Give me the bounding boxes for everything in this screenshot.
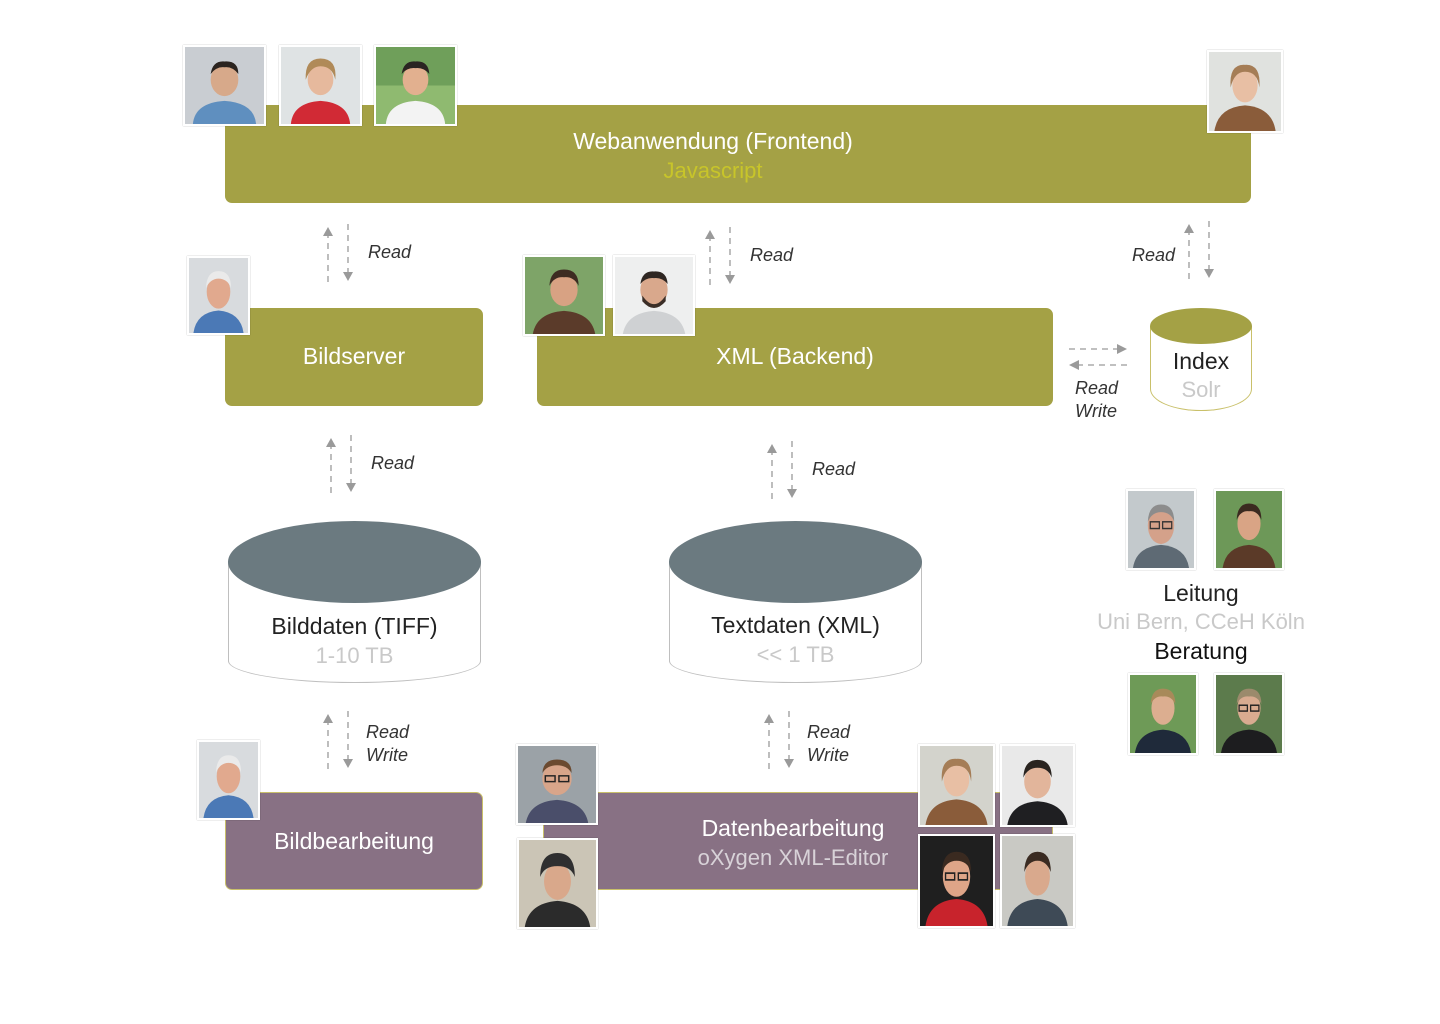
- arrow-bildserver-frontend: [322, 222, 354, 284]
- person-photo: [523, 255, 605, 336]
- bildserver-box[interactable]: Bildserver: [225, 308, 483, 406]
- person-photo: [1214, 673, 1284, 755]
- index-cylinder[interactable]: Index Solr: [1150, 308, 1252, 411]
- bilddaten-title: Bilddaten (TIFF): [271, 613, 438, 639]
- arrow-bildbearbeitung-bilddaten: [322, 709, 354, 771]
- label-write-bildbearbeitung: Write: [366, 745, 408, 765]
- bilddaten-size: 1-10 TB: [315, 643, 394, 668]
- textdaten-size: << 1 TB: [756, 642, 835, 667]
- bildbearbeitung-box[interactable]: Bildbearbeitung: [225, 792, 483, 890]
- label-read-backend-index: Read: [1075, 378, 1119, 398]
- index-title: Index: [1172, 348, 1230, 374]
- arrow-bilddaten-bildserver: [325, 433, 357, 495]
- person-photo: [1000, 744, 1075, 827]
- textdaten-title: Textdaten (XML): [711, 612, 880, 638]
- bildbearbeitung-title: Bildbearbeitung: [274, 828, 434, 854]
- arrow-datenbearbeitung-textdaten: [763, 709, 795, 771]
- person-photo: [517, 838, 598, 929]
- person-photo: [1207, 50, 1283, 133]
- label-read-bildserver-frontend: Read: [368, 242, 412, 262]
- person-photo: [1128, 673, 1198, 755]
- person-photo: [279, 45, 362, 126]
- label-read-datenbearbeitung: Read: [807, 722, 851, 742]
- textdaten-cylinder[interactable]: Textdaten (XML) << 1 TB: [669, 521, 922, 683]
- backend-title: XML (Backend): [716, 343, 874, 369]
- index-subtitle: Solr: [1181, 377, 1221, 402]
- frontend-title: Webanwendung (Frontend): [573, 128, 853, 154]
- arrow-index-frontend: [1183, 219, 1215, 281]
- person-photo: [613, 255, 695, 336]
- arrow-backend-frontend: [704, 225, 736, 287]
- arrow-textdaten-backend: [766, 439, 798, 501]
- textdaten-cylinder-top: [669, 521, 922, 603]
- beratung-label: Beratung: [1154, 638, 1248, 664]
- person-photo: [183, 45, 266, 126]
- person-photo: [918, 744, 995, 827]
- person-photo: [187, 256, 250, 335]
- person-photo: [516, 744, 598, 825]
- arrow-backend-index: [1067, 341, 1131, 371]
- person-photo: [1214, 489, 1284, 570]
- label-read-bilddaten-bildserver: Read: [371, 453, 415, 473]
- person-photo: [197, 740, 260, 820]
- person-photo: [374, 45, 457, 126]
- index-cylinder-top: [1150, 308, 1252, 344]
- leitung-label: Leitung: [1163, 580, 1239, 606]
- label-read-bildbearbeitung: Read: [366, 722, 410, 742]
- person-photo: [1000, 834, 1075, 928]
- label-read-index-frontend: Read: [1132, 245, 1176, 265]
- person-photo: [1126, 489, 1196, 570]
- institutions-label: Uni Bern, CCeH Köln: [1097, 609, 1305, 634]
- label-read-backend-frontend: Read: [750, 245, 794, 265]
- bilddaten-cylinder[interactable]: Bilddaten (TIFF) 1-10 TB: [228, 521, 481, 683]
- person-photo: [918, 834, 995, 928]
- datenbearbeitung-title: Datenbearbeitung: [701, 815, 885, 841]
- bildserver-title: Bildserver: [302, 343, 406, 369]
- label-write-datenbearbeitung: Write: [807, 745, 849, 765]
- datenbearbeitung-subtitle: oXygen XML-Editor: [697, 845, 889, 870]
- label-read-textdaten-backend: Read: [812, 459, 856, 479]
- bilddaten-cylinder-top: [228, 521, 481, 603]
- frontend-subtitle: Javascript: [663, 158, 763, 183]
- label-write-backend-index: Write: [1075, 401, 1117, 421]
